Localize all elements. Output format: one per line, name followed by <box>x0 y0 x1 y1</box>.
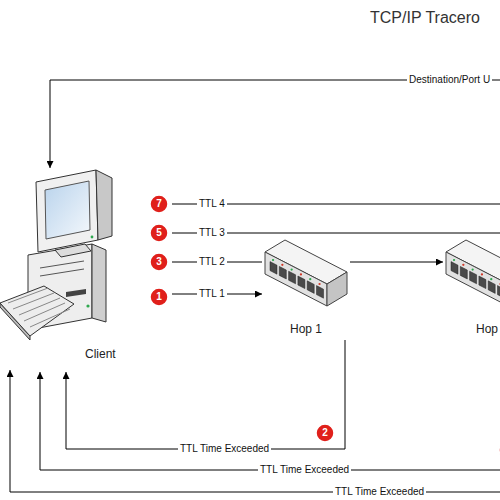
tower-slots <box>40 261 84 276</box>
node-label: Client <box>85 347 116 361</box>
tower-led <box>86 304 89 307</box>
monitor-screen <box>45 181 90 239</box>
monitor-led <box>91 236 94 239</box>
callout-number: 5 <box>150 226 168 240</box>
callout-circles <box>150 195 500 459</box>
tower-drive <box>66 289 86 297</box>
line-label: Destination/Port U <box>407 73 492 86</box>
callout-circle <box>150 253 168 271</box>
callout-circle <box>150 195 168 213</box>
reply-wire <box>10 370 500 492</box>
connector-label: TTL 1 <box>197 287 227 300</box>
client-computer: Client <box>0 165 172 372</box>
connector-arrow <box>66 340 345 449</box>
router-hop: Hop 1 <box>262 230 350 340</box>
callout-circle <box>316 424 334 442</box>
callout-number: 7 <box>150 197 168 211</box>
callout-number: 3 <box>150 255 168 269</box>
connector-arrow <box>40 340 500 470</box>
keyboard-top <box>0 286 74 336</box>
callout-number: 2 <box>316 426 334 440</box>
callout-circle <box>150 288 168 306</box>
connector-label: TTL 2 <box>197 255 227 268</box>
keyboard-keys <box>8 288 70 327</box>
diagram-title: TCP/IP Tracero <box>370 8 480 28</box>
switch-illustration <box>265 240 347 306</box>
connector-label: TTL Time Exceeded <box>178 442 271 455</box>
node-label: Hop <box>476 322 498 336</box>
line-label: TTL 4 <box>197 197 227 210</box>
callout-number: 1 <box>150 290 168 304</box>
line-label: TTL 3 <box>197 226 227 239</box>
monitor-front <box>36 170 98 252</box>
connector-arrow <box>350 262 443 263</box>
switch-illustration <box>446 240 500 306</box>
connector-label: TTL Time Exceeded <box>258 463 351 476</box>
router-hop: Hop <box>443 230 500 340</box>
client-computer-illustration <box>0 170 112 340</box>
reply-wire <box>50 80 500 168</box>
tower-side <box>92 244 106 322</box>
callout-circle <box>150 224 168 242</box>
line-label: TTL Time Exceeded <box>333 485 426 498</box>
node-label: Hop 1 <box>290 322 322 336</box>
callout-circle <box>499 441 500 459</box>
monitor-side <box>96 170 112 240</box>
